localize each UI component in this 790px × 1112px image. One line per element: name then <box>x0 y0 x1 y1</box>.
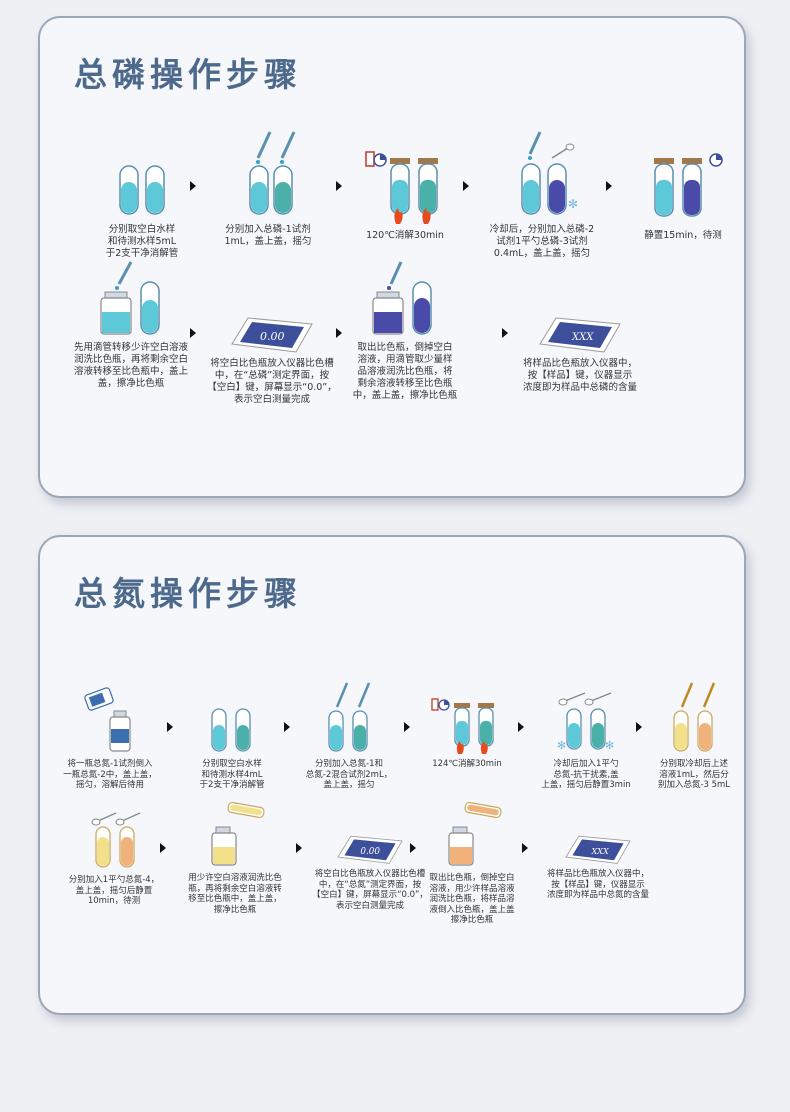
p-step-8: 取出比色瓶，倒掉空白 溶液，用滴管取少量样 品溶液润洗比色瓶，将 剩余溶液转移至… <box>340 258 470 402</box>
n-step-6-caption: 分别取冷却后上述 溶液1mL，然后分 别加入总氮-3 5mL <box>657 759 731 790</box>
n-step-1: 将一瓶总氮-1试剂倒入 一瓶总氮-2中，盖上盖， 摇匀，溶解后待用 <box>54 685 166 791</box>
arrow-icon <box>336 328 342 338</box>
nitrogen-card: 总氮操作步骤 将一瓶总氮-1试剂倒入 一瓶总氮-2中，盖上盖， 摇匀，溶解后待用… <box>38 535 746 1015</box>
n-step-4-caption: 124℃消解30min <box>432 759 502 769</box>
pour-bottle-orange-icon <box>448 801 502 866</box>
p-step-8-caption: 取出比色瓶，倒掉空白 溶液，用滴管取少量样 品溶液润洗比色瓶，将 剩余溶液转移至… <box>352 342 458 401</box>
arrow-icon <box>190 328 196 338</box>
heating-tubes-icon <box>365 151 438 224</box>
p-step-9: XXX 将样品比色瓶放入仪器中， 按【样品】键，仪器显示 浓度即为样品中总磷的含… <box>510 314 650 394</box>
p-step-2: 分别加入总磷-1试剂 1mL，盖上盖，摇匀 <box>208 126 328 248</box>
p-step-3: 120℃消解30min <box>340 150 470 242</box>
spoon-yellow-tubes-icon <box>91 812 141 868</box>
n-step-7-caption: 分别加入1平勺总氮-4， 盖上盖，摇匀后静置 10min，待测 <box>68 875 160 906</box>
p-step-1-caption: 分别取空白水样 和待测水样5mL 于2支干净消解管 <box>105 224 179 259</box>
n-step-7: 分别加入1平勺总氮-4， 盖上盖，摇匀后静置 10min，待测 <box>54 809 174 907</box>
svg-text:✻: ✻ <box>605 739 614 752</box>
blank-display-value: 0.00 <box>260 330 285 343</box>
two-tubes-icon <box>119 165 165 215</box>
n-step-9: 0.00 将空白比色瓶放入仪器比色槽 中，在“总氮”测定界面，按 【空白】键，屏… <box>304 833 436 911</box>
arrow-icon <box>606 181 612 191</box>
arrow-icon <box>296 843 302 853</box>
sample-display-value: XXX <box>571 332 594 343</box>
p-step-4-caption: 冷却后，分别加入总磷-2 试剂1平勺总磷-3试剂 0.4mL，盖上盖，摇匀 <box>489 224 595 259</box>
n-step-10-caption: 取出比色瓶，倒掉空白 溶液，用少许样品溶液 润洗比色瓶，将样品溶 液倒入比色瓶，… <box>429 873 515 925</box>
blank-display-value: 0.00 <box>360 847 380 857</box>
arrow-icon <box>410 843 416 853</box>
arrow-icon <box>636 722 642 732</box>
svg-text:✻: ✻ <box>557 739 566 752</box>
standing-tubes-icon <box>654 153 723 217</box>
pour-bottle-icon <box>211 801 265 866</box>
nitrogen-title: 总氮操作步骤 <box>74 574 302 613</box>
dropper-tubes-icon <box>328 682 371 752</box>
arrow-icon <box>284 722 290 732</box>
spoon-tubes-icon: ✻ ✻ <box>557 692 614 752</box>
instrument-blank-icon: 0.00 <box>231 317 313 353</box>
arrow-icon <box>502 328 508 338</box>
bottle-dropper-purple-icon <box>372 261 432 335</box>
bottle-dropper-tube-icon <box>100 261 160 335</box>
p-step-7: 0.00 将空白比色瓶放入仪器比色槽 中，在“总磷”测定界面，按 【空白】键，屏… <box>202 314 342 406</box>
arrow-icon <box>522 843 528 853</box>
n-step-5-caption: 冷却后加入1平勺 总氮-抗干扰素,盖 上盖，摇匀后静置3min <box>541 759 631 790</box>
p-step-2-caption: 分别加入总磷-1试剂 1mL，盖上盖，摇匀 <box>224 224 312 247</box>
n-step-11: XXX 将样品比色瓶放入仪器中， 按【样品】键，仪器显示 浓度即为样品中总氮的含… <box>528 833 668 901</box>
p-step-1: 分别取空白水样 和待测水样5mL 于2支干净消解管 <box>82 158 202 260</box>
n-step-3-caption: 分别加入总氮-1和 总氮-2混合试剂2mL， 盖上盖，摇匀 <box>305 759 393 790</box>
p-step-3-caption: 120℃消解30min <box>366 230 444 241</box>
p-step-6-caption: 先用滴管转移少许空白溶液 润洗比色瓶，再将剩余空白 溶液转移至比色瓶中，盖上 盖… <box>73 342 188 389</box>
arrow-icon <box>336 181 342 191</box>
p-step-5-caption: 静置15min，待测 <box>644 230 722 241</box>
heating-tubes-icon <box>431 698 494 754</box>
arrow-icon <box>463 181 469 191</box>
arrow-icon <box>518 722 524 732</box>
n-step-3: 分别加入总氮-1和 总氮-2混合试剂2mL， 盖上盖，摇匀 <box>290 679 408 791</box>
arrow-icon <box>167 722 173 732</box>
instrument-blank-icon: 0.00 <box>337 835 403 864</box>
p-step-7-caption: 将空白比色瓶放入仪器比色槽 中，在“总磷”测定界面，按 【空白】键，屏幕显示“0… <box>207 358 337 405</box>
n-step-8-caption: 用少许空白溶液润洗比色 瓶，再将剩余空白溶液转 移至比色瓶中，盖上盖， 擦净比色… <box>188 873 282 915</box>
dropper-yellow-tubes-icon <box>673 682 716 752</box>
reagent-bottles-icon <box>84 687 131 752</box>
instrument-sample-icon: XXX <box>539 317 621 353</box>
arrow-icon <box>190 181 196 191</box>
n-step-6: 分别取冷却后上述 溶液1mL，然后分 别加入总氮-3 5mL <box>644 679 744 791</box>
n-step-11-caption: 将样品比色瓶放入仪器中， 按【样品】键，仪器显示 浓度即为样品中总氮的含量 <box>546 869 649 900</box>
n-step-1-caption: 将一瓶总氮-1试剂倒入 一瓶总氮-2中，盖上盖， 摇匀，溶解后待用 <box>63 759 157 790</box>
p-step-9-caption: 将样品比色瓶放入仪器中， 按【样品】键，仪器显示 浓度即为样品中总磷的含量 <box>522 358 637 393</box>
p-step-6: 先用滴管转移少许空白溶液 润洗比色瓶，再将剩余空白 溶液转移至比色瓶中，盖上 盖… <box>62 258 200 390</box>
arrow-icon <box>160 843 166 853</box>
n-step-10: 取出比色瓶，倒掉空白 溶液，用少许样品溶液 润洗比色瓶，将样品溶 液倒入比色瓶，… <box>416 799 528 926</box>
sample-display-value: XXX <box>591 847 609 856</box>
n-step-8: 用少许空白溶液润洗比色 瓶，再将剩余空白溶液转 移至比色瓶中，盖上盖， 擦净比色… <box>170 799 300 915</box>
n-step-5: ✻ ✻ 冷却后加入1平勺 总氮-抗干扰素,盖 上盖，摇匀后静置3min <box>526 687 646 791</box>
svg-text:✻: ✻ <box>568 197 578 211</box>
p-step-5: 静置15min，待测 <box>628 150 738 242</box>
arrow-icon <box>404 722 410 732</box>
phosphorus-card: 总磷操作步骤 分别取空白水样 和待测水样5mL 于2支干净消解管 分别加入总磷-… <box>38 16 746 498</box>
instrument-sample-icon: XXX <box>565 835 631 864</box>
phosphorus-title: 总磷操作步骤 <box>74 55 302 94</box>
two-tubes-icon <box>211 708 251 752</box>
dropper-tubes-icon <box>249 131 296 215</box>
n-step-2: 分别取空白水样 和待测水样4mL 于2支干净消解管 <box>176 705 288 791</box>
p-step-4: ✻ 冷却后，分别加入总磷-2 试剂1平勺总磷-3试剂 0.4mL，盖上盖，摇匀 <box>472 128 612 260</box>
n-step-2-caption: 分别取空白水样 和待测水样4mL 于2支干净消解管 <box>199 759 265 790</box>
n-step-4: 124℃消解30min <box>412 697 522 770</box>
n-step-9-caption: 将空白比色瓶放入仪器比色槽 中，在“总氮”测定界面，按 【空白】键，屏幕显示“0… <box>312 869 428 911</box>
dropper-spoon-tubes-icon: ✻ <box>521 131 578 215</box>
